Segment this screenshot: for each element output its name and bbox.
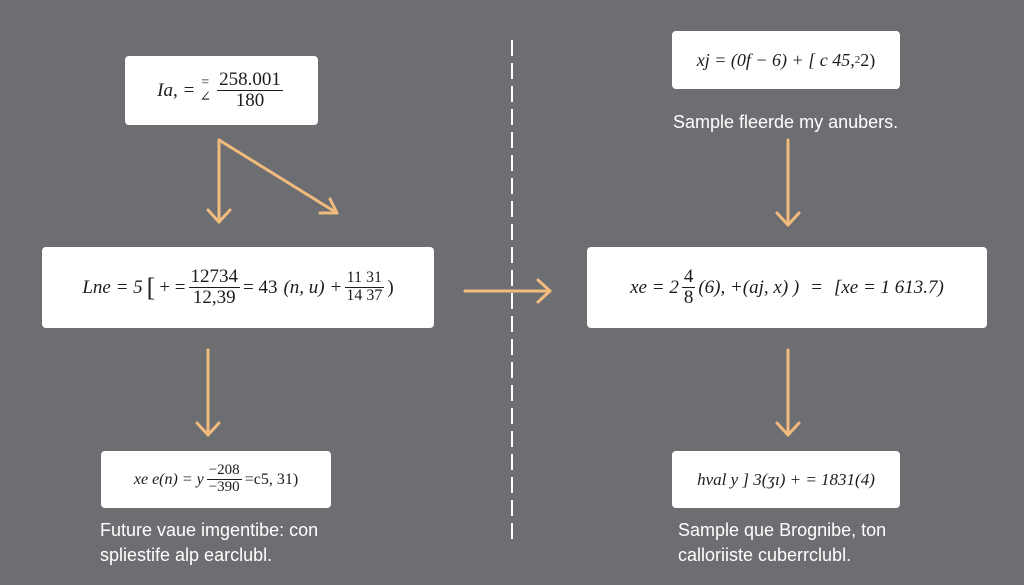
- right-caption-bottom: Sample que Brognibe, ton calloriiste cub…: [678, 518, 886, 568]
- left-top-fraction: 258.001 180: [217, 70, 283, 111]
- right-top-tail: 2): [860, 49, 876, 70]
- left-top-frac-den: 180: [235, 90, 265, 111]
- left-mid-plus: +: [330, 276, 342, 298]
- left-bottom-lhs: xe e(n) = y: [133, 470, 204, 488]
- left-mid-frac2-num: 11 31: [344, 269, 385, 288]
- left-bottom-equation-box: xe e(n) = y −208 −390 =c5, 31): [101, 451, 331, 508]
- right-top-equation-box: xj = (0f − 6) + [ c 45, 2 2): [672, 31, 900, 89]
- right-mid-fraction: 4 8: [681, 266, 696, 308]
- left-bottom-fraction: −208 −390: [206, 462, 242, 496]
- right-mid-frac-num: 4: [681, 266, 696, 288]
- left-bottom-rhs: =c5, 31): [244, 470, 299, 488]
- left-top-small-fraction: = ∠: [199, 74, 212, 105]
- left-mid-frac2-den: 14 37: [346, 287, 383, 304]
- arrow-left-mid-down: [195, 348, 221, 437]
- left-mid-equation-box: Lne = 5 [ + = 12734 12,39 = 43 (n, u) + …: [42, 247, 434, 328]
- arrow-left-top-diagonal: [217, 138, 339, 215]
- right-mid-frac-den: 8: [683, 287, 694, 308]
- right-caption-line-2: calloriiste cuberrclubl.: [678, 545, 852, 565]
- left-mid-fraction-1: 12734 12,39: [188, 266, 240, 308]
- arrow-center-right: [463, 278, 552, 304]
- left-bottom-frac-den: −390: [208, 479, 240, 495]
- right-caption-line-1: Sample que Brognibe, ton: [678, 520, 887, 540]
- left-top-lhs: Ia, =: [157, 79, 196, 101]
- left-top-frac-num: 258.001: [217, 69, 283, 91]
- left-bottom-frac-num: −208: [206, 462, 242, 480]
- left-mid-close: ): [387, 276, 394, 298]
- right-mid-paren: (6), +(aj, x) ): [698, 276, 800, 298]
- arrow-right-mid-down: [775, 348, 801, 437]
- arrow-right-top-down: [775, 138, 801, 227]
- right-bottom-equation-box: hval y ] 3(ʒı) + = 1831(4): [672, 451, 900, 508]
- left-mid-paren: (n, u): [283, 276, 325, 298]
- left-top-small-den: ∠: [199, 89, 212, 105]
- right-mid-equation-box: xe = 2 4 8 (6), +(aj, x) ) = [xe = 1 613…: [587, 247, 987, 328]
- right-top-sup: 2: [854, 54, 861, 66]
- left-mid-op1: + =: [159, 276, 186, 298]
- left-top-equation-box: Ia, = = ∠ 258.001 180: [125, 56, 318, 125]
- right-caption-top: Sample fleerde my anubers.: [673, 112, 899, 132]
- right-mid-lhs: xe = 2: [630, 276, 679, 298]
- arrow-left-top-down: [206, 138, 232, 224]
- left-mid-bracket: [: [146, 272, 156, 302]
- right-top-expr: xj = (0f − 6) + [ c 45,: [696, 49, 855, 70]
- right-mid-eq: =: [811, 276, 822, 298]
- left-mid-lhs: Lne = 5: [82, 276, 143, 298]
- left-mid-eq: = 43: [243, 276, 278, 298]
- left-mid-fraction-2: 11 31 14 37: [344, 269, 385, 305]
- right-bottom-expr: hval y ] 3(ʒı) + = 1831(4): [697, 469, 875, 489]
- left-mid-frac1-num: 12734: [188, 266, 240, 288]
- left-mid-frac1-den: 12,39: [192, 287, 236, 308]
- left-caption: Future vaue imgentibe: con spliestife al…: [100, 518, 318, 568]
- right-mid-rhs: [xe = 1 613.7): [833, 276, 944, 298]
- left-caption-line-2: spliestife alp earclubl.: [100, 545, 273, 565]
- left-caption-line-1: Future vaue imgentibe: con: [100, 520, 319, 540]
- left-top-small-num: =: [201, 74, 210, 90]
